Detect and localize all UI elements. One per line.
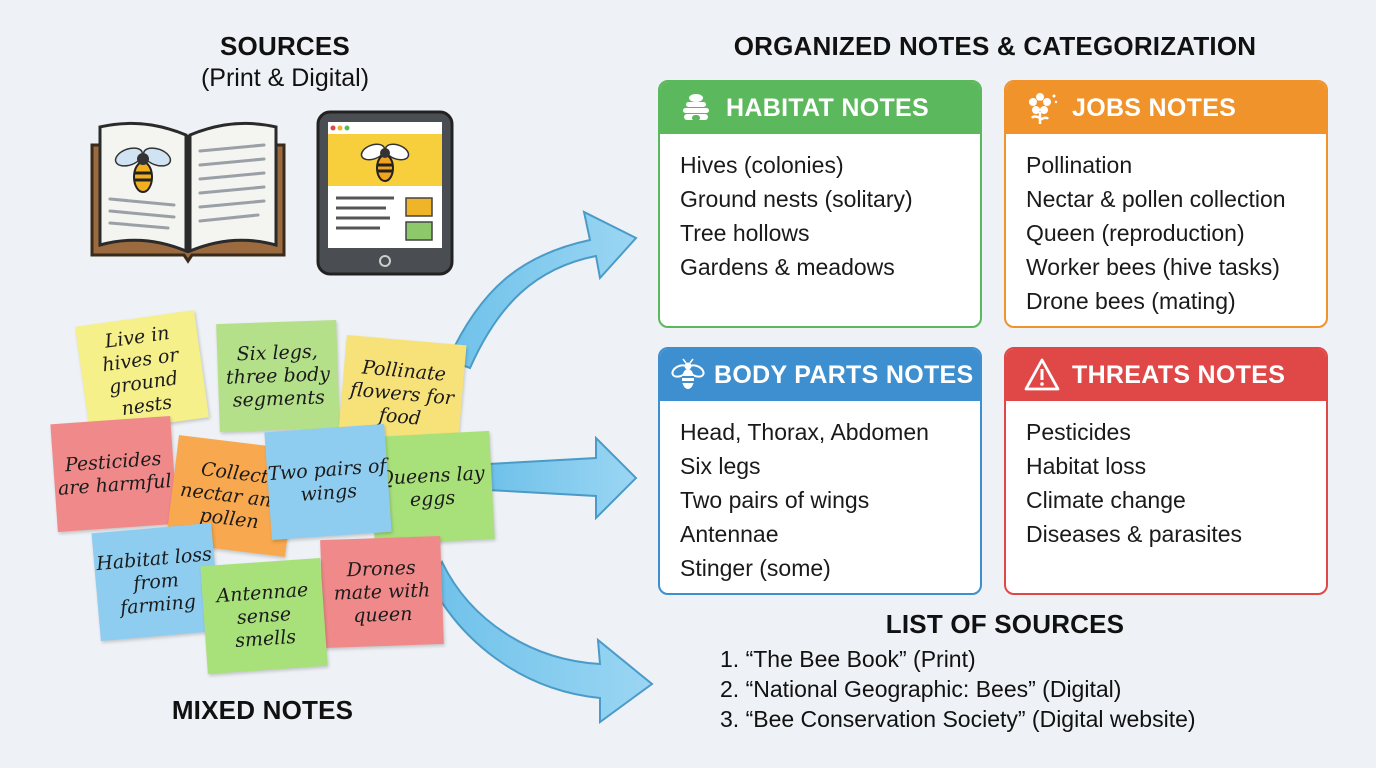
jobs-notes-header: JOBS NOTES	[1006, 82, 1326, 134]
beehive-icon	[678, 90, 714, 126]
list-item: Habitat loss	[1026, 453, 1147, 479]
source-item: 3. “Bee Conservation Society” (Digital w…	[720, 706, 1196, 732]
habitat-notes-title: HABITAT NOTES	[726, 93, 929, 122]
flower-icon	[1024, 90, 1060, 126]
list-item: Six legs	[680, 453, 761, 479]
warning-icon	[1024, 357, 1060, 393]
list-item: Diseases & parasites	[1026, 521, 1243, 547]
habitat-notes-header: HABITAT NOTES	[660, 82, 980, 134]
threats-notes-card: THREATS NOTES Pesticides Habitat loss Cl…	[1004, 347, 1328, 595]
list-item: Head, Thorax, Abdomen	[680, 419, 929, 445]
jobs-notes-title: JOBS NOTES	[1072, 93, 1237, 122]
list-item: Queen (reproduction)	[1026, 220, 1245, 246]
arrow-to-habitat	[446, 210, 638, 370]
body-parts-notes-header: BODY PARTS NOTES	[660, 349, 980, 401]
list-item: Stinger (some)	[680, 555, 831, 581]
open-book-icon	[90, 121, 286, 264]
jobs-notes-card: JOBS NOTES Pollination Nectar & pollen c…	[1004, 80, 1328, 328]
bee-icon	[670, 357, 706, 393]
threats-notes-header: THREATS NOTES	[1006, 349, 1326, 401]
list-item: Nectar & pollen collection	[1026, 186, 1286, 212]
source-item: 1. “The Bee Book” (Print)	[720, 646, 976, 672]
sources-subtitle: (Print & Digital)	[200, 64, 370, 92]
list-item: Tree hollows	[680, 220, 810, 246]
sticky-note: Drones mate with queen	[320, 535, 444, 649]
threats-notes-title: THREATS NOTES	[1072, 360, 1286, 389]
list-item: Two pairs of wings	[680, 487, 870, 513]
list-item: Hives (colonies)	[680, 152, 844, 178]
tablet-icon	[316, 110, 454, 276]
list-item: Drone bees (mating)	[1026, 288, 1236, 314]
list-item: Worker bees (hive tasks)	[1026, 254, 1280, 280]
list-item: Climate change	[1026, 487, 1186, 513]
list-item: Antennae	[680, 521, 779, 547]
list-item: Pesticides	[1026, 419, 1131, 445]
sticky-note: Pesticides are harmful	[50, 415, 178, 533]
habitat-notes-card: HABITAT NOTES Hives (colonies) Ground ne…	[658, 80, 982, 328]
sticky-note: Six legs, three body segments	[216, 319, 340, 433]
arrow-to-sources-list	[428, 559, 654, 724]
mixed-notes-label: MIXED NOTES	[171, 695, 354, 725]
sources-title: SOURCES	[220, 31, 350, 61]
body-parts-notes-card: BODY PARTS NOTES Head, Thorax, Abdomen S…	[658, 347, 982, 595]
list-item: Gardens & meadows	[680, 254, 895, 280]
sticky-note: Two pairs of wings	[264, 423, 392, 541]
organized-title: ORGANIZED NOTES & CATEGORIZATION	[733, 31, 1257, 61]
list-item: Pollination	[1026, 152, 1133, 178]
source-item: 2. “National Geographic: Bees” (Digital)	[720, 676, 1122, 702]
arrow-to-body-parts	[487, 435, 638, 521]
sticky-note: Live in hives or ground nests	[75, 310, 209, 434]
body-parts-notes-title: BODY PARTS NOTES	[714, 360, 974, 389]
list-item: Ground nests (solitary)	[680, 186, 913, 212]
sticky-note: Antennae sense smells	[200, 557, 328, 675]
list-of-sources-title: LIST OF SOURCES	[885, 609, 1125, 639]
sources-list: 1. “The Bee Book” (Print) 2. “National G…	[720, 644, 1320, 734]
